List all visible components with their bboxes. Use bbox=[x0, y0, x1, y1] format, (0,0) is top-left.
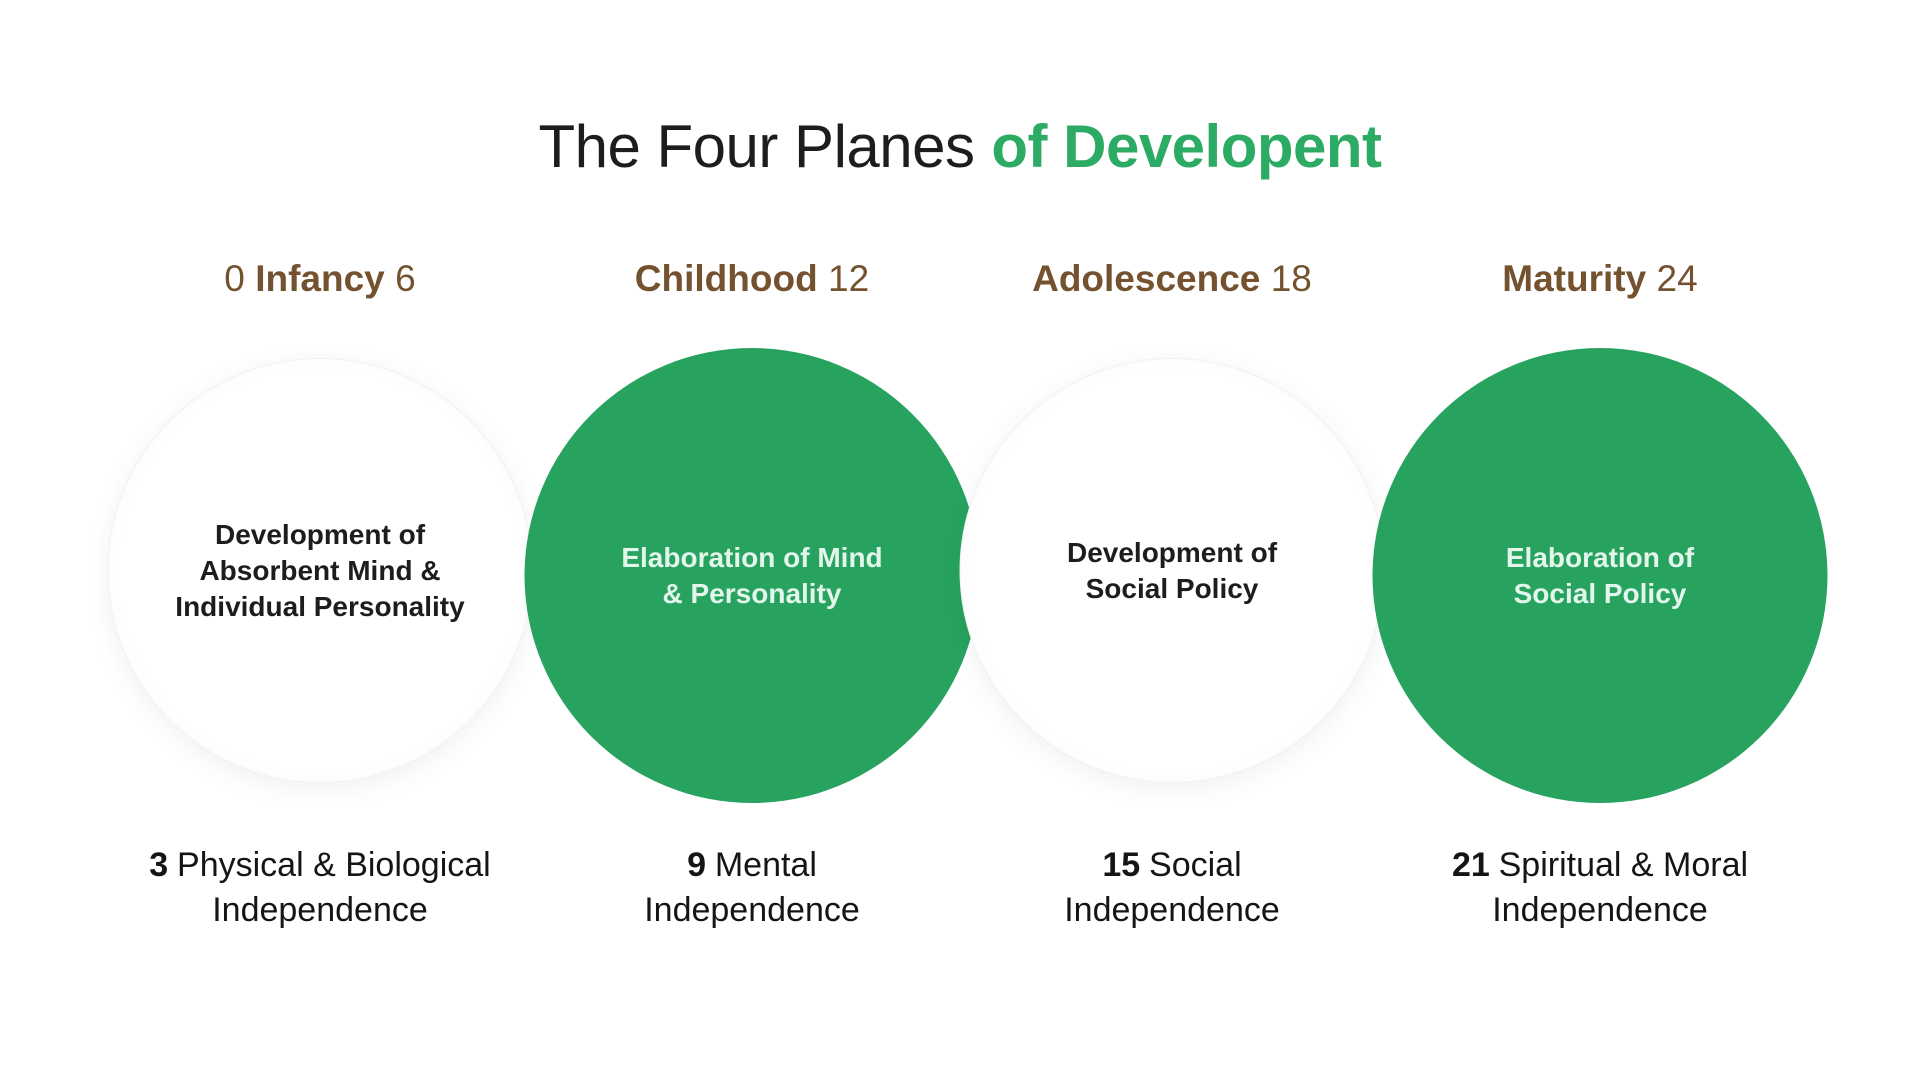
milestone-label: Mental bbox=[714, 846, 817, 884]
circle-infancy: Development of Absorbent Mind & Individu… bbox=[107, 358, 533, 783]
title-highlight: of Developent bbox=[991, 113, 1382, 180]
title-prefix: The Four Planes bbox=[538, 113, 975, 180]
milestone-age: 21 bbox=[1451, 846, 1490, 884]
circle-line: Development of bbox=[214, 518, 426, 550]
milestone-text-line2: Independence bbox=[1492, 891, 1708, 929]
milestone-age: 15 bbox=[1102, 846, 1141, 884]
milestone-age: 3 bbox=[149, 846, 169, 884]
stage-age-end: 12 bbox=[828, 258, 870, 299]
milestone-text-line2: Independence bbox=[1064, 891, 1280, 929]
stage-name: Adolescence bbox=[1032, 258, 1261, 299]
stage-age-start: 0 bbox=[224, 258, 245, 299]
circle-text-maturity: Elaboration of Social Policy bbox=[1506, 540, 1694, 612]
milestone-label: Spiritual & Moral bbox=[1498, 846, 1749, 884]
circle-line: Social Policy bbox=[1085, 572, 1259, 604]
circle-line: & Personality bbox=[662, 577, 842, 609]
circle-line: Elaboration of bbox=[1505, 541, 1695, 573]
milestone-text-line2: Independence bbox=[212, 891, 428, 929]
stage-name: Childhood bbox=[634, 258, 818, 299]
milestone-age: 9 bbox=[687, 846, 707, 884]
stage-name: Maturity bbox=[1502, 258, 1647, 299]
circle-line: Development of bbox=[1066, 536, 1278, 568]
circle-line: Social Policy bbox=[1513, 577, 1687, 609]
milestone-label: Physical & Biological bbox=[177, 846, 491, 884]
circle-text-adolescence: Development of Social Policy bbox=[1067, 535, 1277, 607]
circle-text-infancy: Development of Absorbent Mind & Individu… bbox=[175, 517, 464, 625]
circle-childhood: Elaboration of Mind & Personality bbox=[524, 348, 980, 803]
stage-age-end: 24 bbox=[1656, 258, 1698, 299]
circle-maturity: Elaboration of Social Policy bbox=[1372, 348, 1828, 803]
circle-line: Individual Personality bbox=[175, 590, 465, 622]
stage-age-end: 18 bbox=[1270, 258, 1312, 299]
circle-text-childhood: Elaboration of Mind & Personality bbox=[621, 540, 882, 612]
stage-name: Infancy bbox=[255, 258, 385, 299]
stage-age-end: 6 bbox=[395, 258, 416, 299]
circle-line: Absorbent Mind & bbox=[199, 554, 441, 586]
milestone-text-line2: Independence bbox=[644, 891, 860, 929]
circle-adolescence: Development of Social Policy bbox=[959, 358, 1385, 783]
circle-line: Elaboration of Mind bbox=[621, 541, 883, 573]
milestone-label: Social bbox=[1149, 846, 1242, 884]
